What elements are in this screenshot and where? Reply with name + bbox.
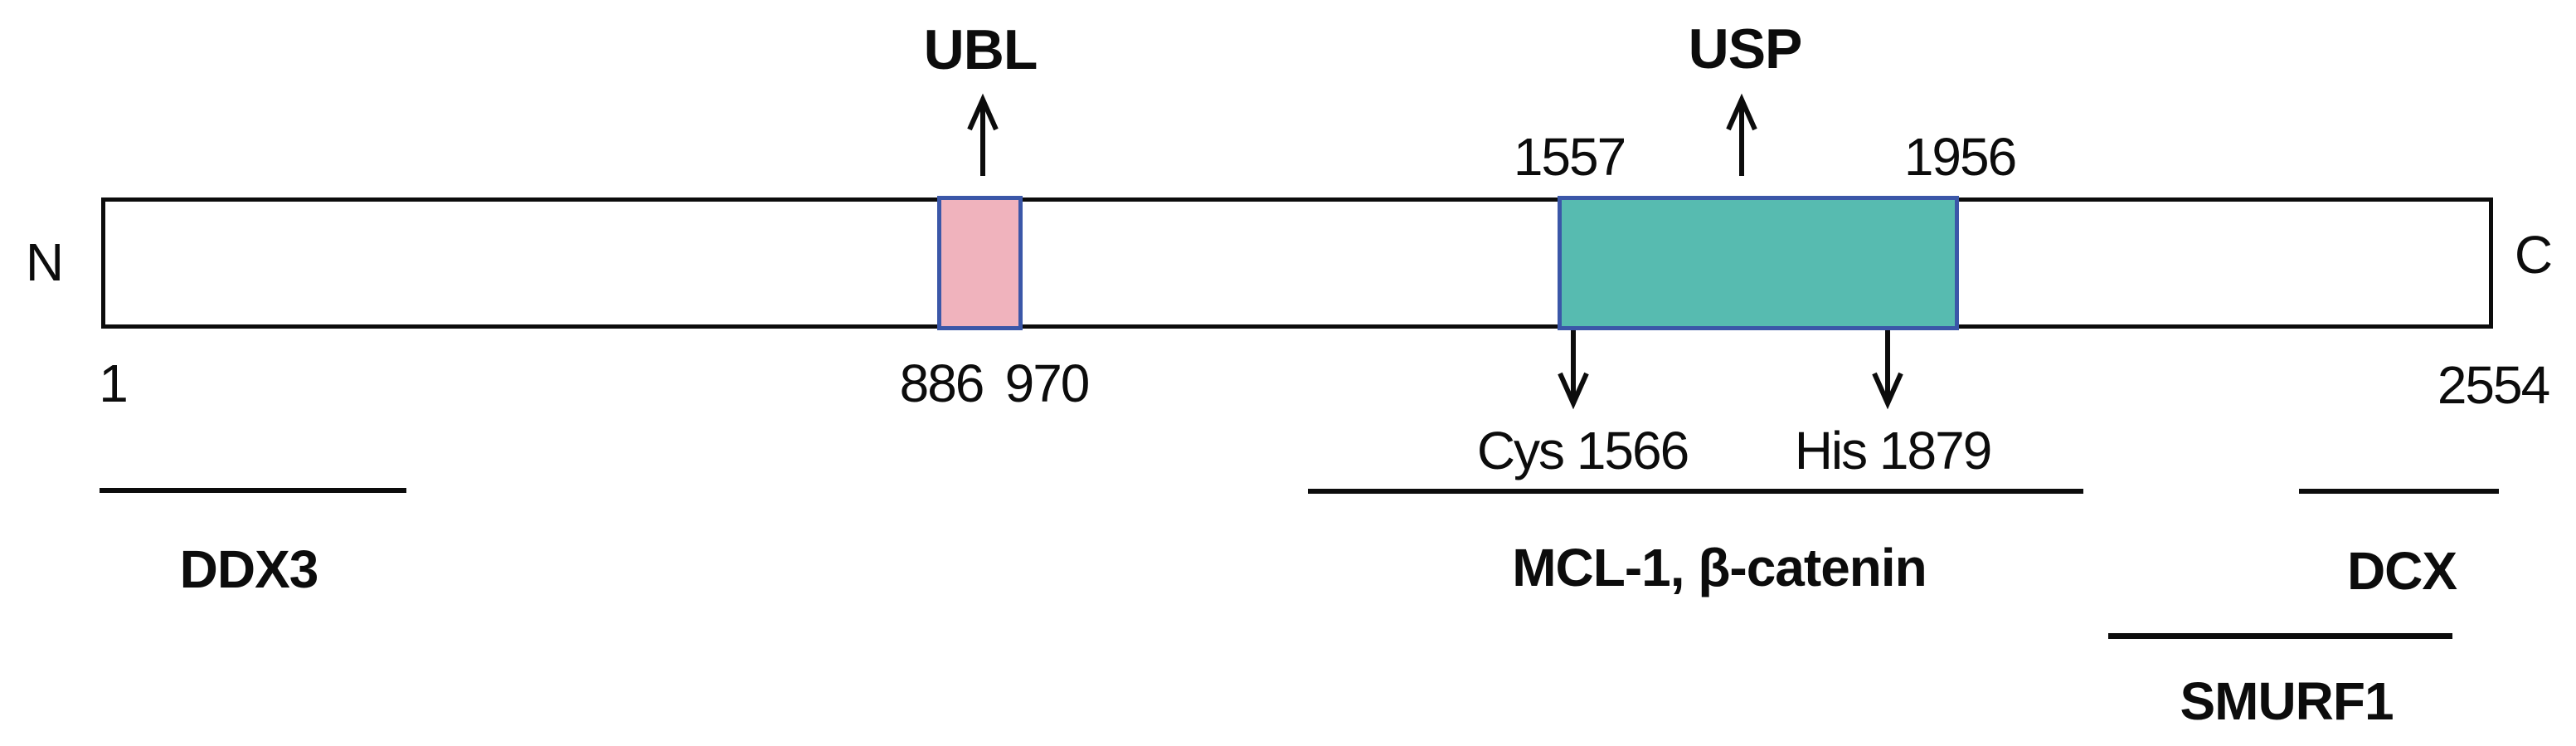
ddx3-label: DDX3 [179, 539, 319, 599]
usp-up-arrow-icon [1726, 93, 1757, 176]
protein-bar [101, 197, 2493, 329]
usp-domain [1558, 196, 1959, 330]
cys-residue-label: Cys 1566 [1476, 421, 1689, 480]
ubl-domain-title: UBL [923, 18, 1038, 81]
dcx-label: DCX [2346, 541, 2457, 601]
smurf1-label: SMURF1 [2180, 671, 2394, 731]
mcl1-bcatenin-label: MCL-1, β-catenin [1512, 538, 1927, 597]
residue-start-label: 1 [99, 353, 129, 413]
dcx-region-underline [2299, 489, 2499, 494]
usp-start-residue-label: 1557 [1513, 127, 1626, 187]
ubl-end-residue-label: 970 [1004, 353, 1091, 413]
n-terminus-label: N [25, 232, 64, 292]
ubl-up-arrow-icon [967, 93, 999, 176]
c-terminus-label: C [2514, 225, 2553, 285]
mcl1-region-underline [1308, 489, 2083, 494]
ddx3-region-underline [100, 488, 406, 493]
ubl-domain [937, 196, 1023, 330]
usp-end-residue-label: 1956 [1903, 127, 2017, 187]
his-down-arrow-icon [1872, 330, 1903, 410]
usp-domain-title: USP [1688, 17, 1803, 80]
cys-down-arrow-icon [1558, 330, 1589, 410]
residue-end-label: 2554 [2437, 355, 2550, 415]
smurf1-region-underline [2108, 633, 2452, 639]
ubl-start-residue-label: 886 [899, 353, 985, 413]
his-residue-label: His 1879 [1794, 421, 1993, 480]
